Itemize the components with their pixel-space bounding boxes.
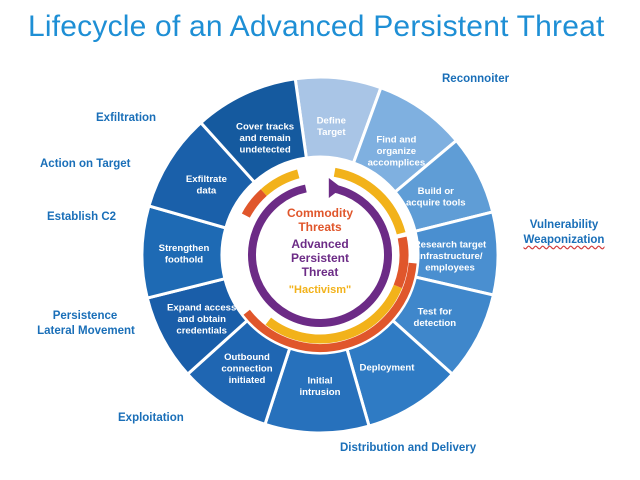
segment-label: employees <box>425 263 475 274</box>
commodity-threats-label: Commodity <box>287 206 353 220</box>
page-title: Lifecycle of an Advanced Persistent Thre… <box>28 10 605 43</box>
advanced-persistent-threat-label: Threat <box>302 265 339 279</box>
segment-label: undetected <box>240 145 291 156</box>
phase-vulnerability: Vulnerability <box>529 219 599 231</box>
segment-label: Outbound <box>224 352 270 363</box>
orange-ring-arc <box>260 169 300 197</box>
segment-label: organize <box>377 146 416 157</box>
segment-label: initiated <box>229 375 266 386</box>
commodity-threats-label: Threats <box>298 220 342 234</box>
phase-distribution-delivery: Distribution and Delivery <box>340 442 477 454</box>
segment-label: infrastructure/ <box>417 251 482 262</box>
segment-label: credentials <box>176 325 227 336</box>
segment-label: acquire tools <box>406 198 466 209</box>
red-ring-arc <box>243 262 417 352</box>
orange-ring-arc <box>265 284 403 344</box>
phase-lateral-movement: Lateral Movement <box>37 325 135 337</box>
phase-weaponization-label: Weaponization <box>523 234 605 246</box>
purple-cycle-arrow <box>248 184 392 327</box>
phase-establish-c2: Establish C2 <box>47 211 117 223</box>
red-ring-arc <box>393 236 409 289</box>
segment-label: Find and <box>376 134 416 145</box>
hactivism-label: "Hactivism" <box>289 284 351 296</box>
advanced-persistent-threat-label: Advanced <box>291 237 348 251</box>
segment-label: Target <box>317 127 346 138</box>
phase-persistence: Persistence <box>52 310 118 322</box>
segment-label: Strengthen <box>159 243 210 254</box>
segment-label: connection <box>221 363 272 374</box>
segment-label: Cover tracks <box>236 122 294 133</box>
segment-label: Test for <box>418 306 453 317</box>
segment-label: and obtain <box>177 314 226 325</box>
phase-action-on-target: Action on Target <box>40 158 131 170</box>
phase-weaponization: Weaponization <box>514 234 614 247</box>
segment-label: and remain <box>240 133 291 144</box>
segment-label: Build or <box>418 186 455 197</box>
segment-label: Exfiltrate <box>186 174 227 185</box>
segment-label: Deployment <box>360 362 416 373</box>
orange-ring-arc <box>333 167 406 235</box>
segment-label: accomplices <box>368 157 426 168</box>
phase-reconnoiter: Reconnoiter <box>442 73 510 85</box>
cycle-arrowhead-icon <box>328 178 342 199</box>
segment-label: intrusion <box>299 387 340 398</box>
segment-label: data <box>197 186 217 197</box>
segment-label: Initial <box>307 375 332 386</box>
phase-exfiltration: Exfiltration <box>96 112 157 124</box>
red-ring-arc <box>241 189 267 218</box>
advanced-persistent-threat-label: Persistent <box>291 251 349 265</box>
lifecycle-segment <box>198 77 309 185</box>
segment-label: Research target <box>414 240 487 251</box>
segment-label: foothold <box>165 254 203 265</box>
segment-label: Define <box>317 116 346 127</box>
segment-label: detection <box>413 318 456 329</box>
phase-exploitation: Exploitation <box>118 412 184 424</box>
segment-label: Expand access <box>167 302 236 313</box>
